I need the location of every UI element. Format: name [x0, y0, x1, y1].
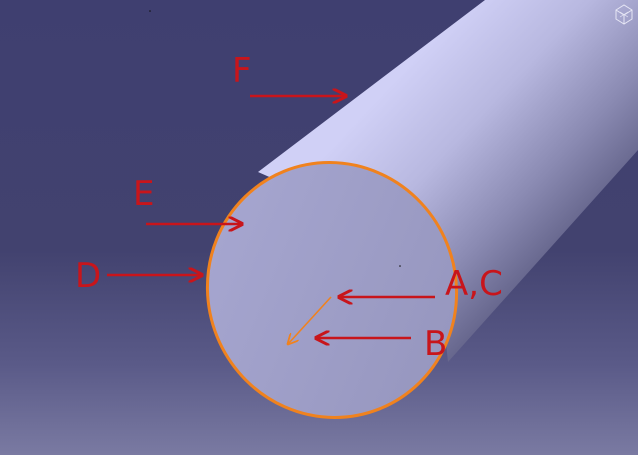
marker-dot: [149, 10, 151, 12]
cylinder-end-face[interactable]: [169, 125, 495, 455]
compass-icon[interactable]: [612, 2, 636, 26]
label-a-c: A,C: [445, 264, 503, 304]
direction-arrow: [288, 296, 332, 344]
label-e: E: [133, 174, 154, 214]
label-b: B: [424, 324, 447, 364]
cylinder-body[interactable]: [258, 0, 638, 362]
marker-dot: [399, 265, 401, 267]
label-f: F: [232, 51, 252, 91]
label-d: D: [75, 256, 101, 296]
